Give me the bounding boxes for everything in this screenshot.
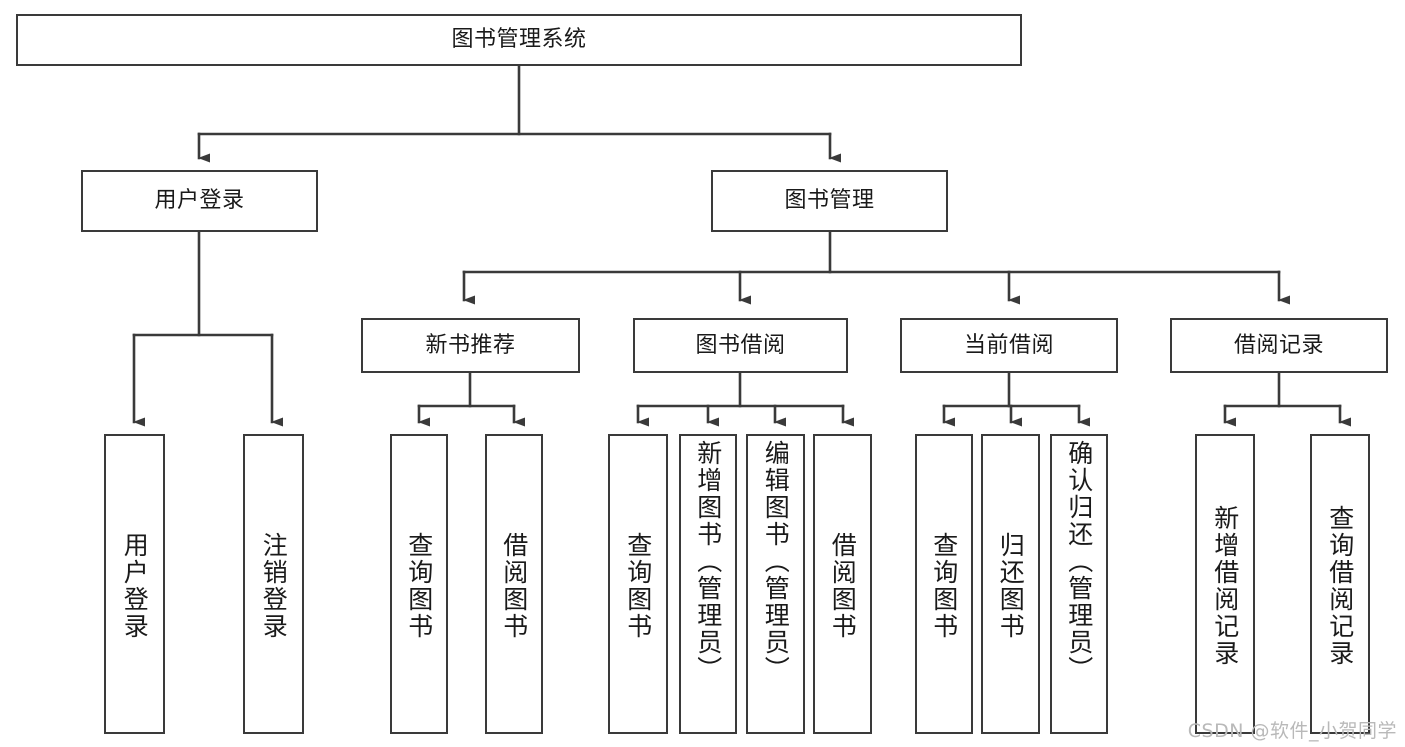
- node-leaf-edit-book-label: 编辑图书（管理员）: [761, 440, 791, 683]
- node-root-system-label: 图书管理系统: [451, 27, 587, 53]
- node-book-manage[interactable]: 图书管理: [711, 170, 948, 232]
- node-book-borrow[interactable]: 图书借阅: [633, 318, 848, 373]
- node-current-borrow-label: 当前借阅: [963, 332, 1054, 358]
- node-leaf-query-book-2[interactable]: 查询图书: [608, 434, 668, 734]
- node-leaf-confirm-return-label: 确认归还（管理员）: [1064, 440, 1094, 683]
- node-root-system[interactable]: 图书管理系统: [16, 14, 1022, 66]
- node-leaf-borrow-book-2-label: 借阅图书: [828, 532, 858, 640]
- node-leaf-add-book-label: 新增图书（管理员）: [693, 440, 723, 683]
- node-leaf-add-record[interactable]: 新增借阅记录: [1195, 434, 1255, 734]
- node-new-book-recommend-label: 新书推荐: [425, 332, 516, 358]
- node-leaf-logout-login[interactable]: 注销登录: [243, 434, 304, 734]
- node-leaf-query-record[interactable]: 查询借阅记录: [1310, 434, 1370, 734]
- node-leaf-add-record-label: 新增借阅记录: [1210, 505, 1240, 667]
- node-leaf-edit-book[interactable]: 编辑图书（管理员）: [746, 434, 805, 734]
- node-leaf-return-book-label: 归还图书: [996, 532, 1026, 640]
- node-leaf-query-book-1[interactable]: 查询图书: [390, 434, 448, 734]
- node-current-borrow[interactable]: 当前借阅: [900, 318, 1118, 373]
- node-leaf-query-book-3-label: 查询图书: [929, 532, 959, 640]
- node-book-borrow-label: 图书借阅: [695, 332, 786, 358]
- node-leaf-borrow-book-2[interactable]: 借阅图书: [813, 434, 872, 734]
- node-leaf-borrow-book-1[interactable]: 借阅图书: [485, 434, 543, 734]
- node-borrow-record[interactable]: 借阅记录: [1170, 318, 1388, 373]
- node-new-book-recommend[interactable]: 新书推荐: [361, 318, 580, 373]
- node-leaf-logout-login-label: 注销登录: [259, 532, 289, 640]
- node-user-login-label: 用户登录: [154, 188, 245, 214]
- node-leaf-user-login-label: 用户登录: [120, 532, 150, 640]
- node-leaf-borrow-book-1-label: 借阅图书: [499, 532, 529, 640]
- node-book-manage-label: 图书管理: [784, 188, 875, 214]
- node-user-login[interactable]: 用户登录: [81, 170, 318, 232]
- node-leaf-confirm-return[interactable]: 确认归还（管理员）: [1050, 434, 1108, 734]
- csdn-watermark: CSDN @软件_小贺同学: [1187, 720, 1397, 742]
- node-leaf-return-book[interactable]: 归还图书: [981, 434, 1040, 734]
- node-leaf-query-record-label: 查询借阅记录: [1325, 505, 1355, 667]
- node-borrow-record-label: 借阅记录: [1233, 332, 1324, 358]
- node-leaf-query-book-1-label: 查询图书: [404, 532, 434, 640]
- node-leaf-query-book-3[interactable]: 查询图书: [915, 434, 973, 734]
- node-leaf-user-login[interactable]: 用户登录: [104, 434, 165, 734]
- node-leaf-add-book[interactable]: 新增图书（管理员）: [679, 434, 737, 734]
- node-leaf-query-book-2-label: 查询图书: [623, 532, 653, 640]
